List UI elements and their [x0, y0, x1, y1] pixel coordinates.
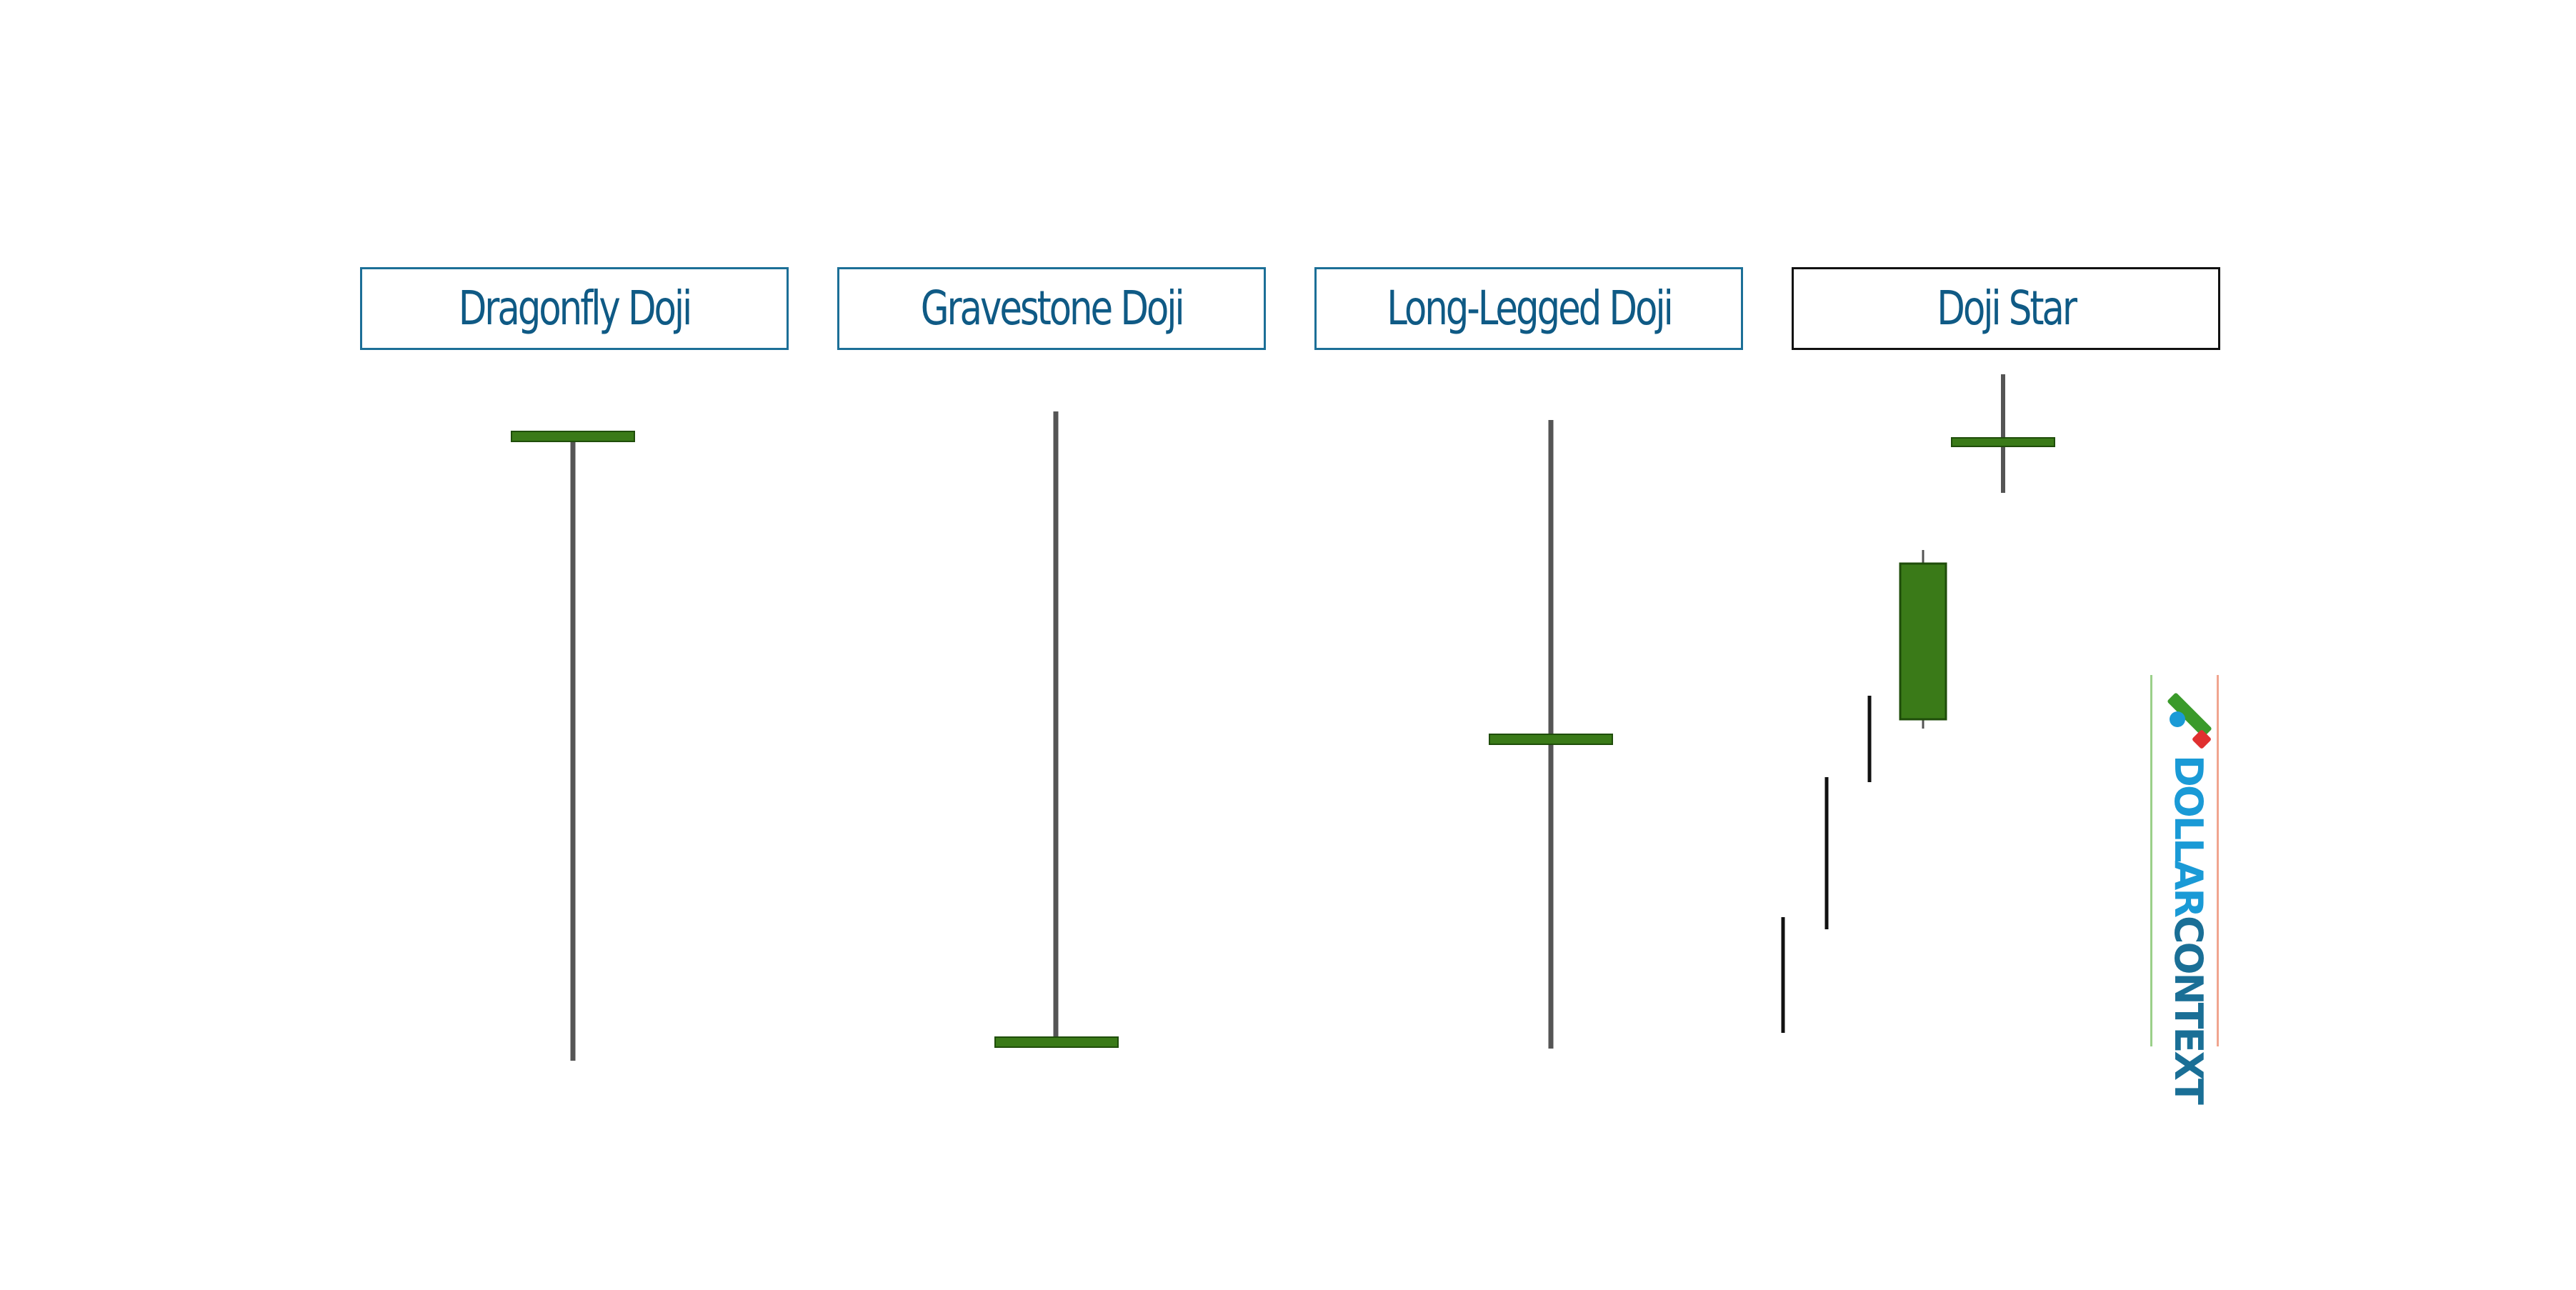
dragonfly-doji-candle [511, 431, 635, 1061]
dollarcontext-logo-icon [2167, 693, 2212, 749]
long-legged-doji-body [1489, 734, 1613, 745]
long-legged-doji-candle [1489, 420, 1613, 1049]
doji-star-body [1951, 437, 2055, 447]
logo-right-rule [2217, 675, 2219, 1046]
dragonfly-doji-title: Dragonfly Doji [458, 281, 693, 336]
bullish-candle-body [1899, 562, 1947, 721]
doji-star-label-box: Doji Star [1792, 267, 2220, 350]
dollarcontext-logo: DOLLARCONTEXT [2150, 675, 2219, 1103]
doji-star-title: Doji Star [1937, 281, 2077, 336]
gravestone-doji-candle [994, 411, 1119, 1048]
dragonfly-doji-body [511, 431, 635, 442]
logo-left-rule [2150, 675, 2152, 1046]
gravestone-doji-title: Gravestone Doji [920, 281, 1185, 336]
logo-wordmark: DOLLARCONTEXT [2166, 755, 2211, 1103]
logo-wordmark-dollar: DOLLAR [2166, 755, 2211, 916]
logo-wordmark-context: CONTEXT [2166, 915, 2211, 1103]
bullish-candle [1899, 550, 1947, 729]
doji-star-candle [1951, 374, 2055, 493]
dragonfly-doji-label-box: Dragonfly Doji [360, 267, 789, 350]
doji-star-sequence [1781, 374, 2055, 1033]
gravestone-doji-body [994, 1036, 1119, 1048]
gravestone-doji-label-box: Gravestone Doji [837, 267, 1266, 350]
long-legged-doji-label-box: Long-Legged Doji [1314, 267, 1743, 350]
long-legged-doji-title: Long-Legged Doji [1386, 281, 1674, 336]
